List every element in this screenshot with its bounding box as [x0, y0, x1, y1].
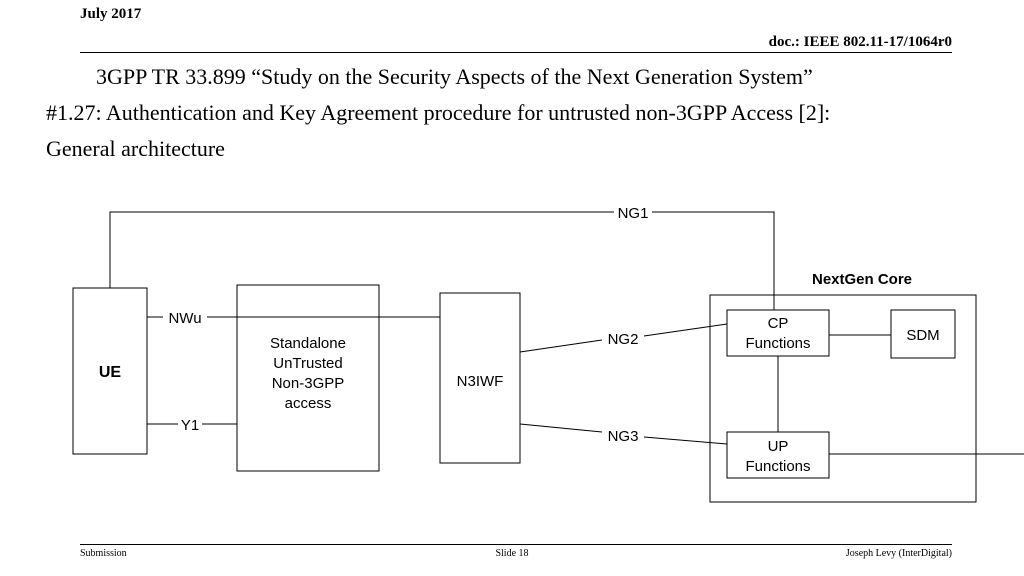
nextgen-core-box [709, 294, 977, 503]
footer-submission: Submission [80, 548, 127, 559]
ue-box [72, 287, 148, 455]
slide-title-line-1: 3GPP TR 33.899 “Study on the Security As… [96, 64, 813, 89]
access-label-line-4: access [285, 395, 332, 412]
ng2-label: NG2 [608, 331, 639, 348]
cp-label-line-2: Functions [745, 335, 810, 352]
ng3-label: NG3 [608, 428, 639, 445]
access-label-line-1: Standalone [270, 335, 346, 352]
sdm-label: SDM [906, 327, 939, 344]
footer-author: Joseph Levy (InterDigital) [845, 548, 952, 559]
footer-slide-number: Slide 18 [495, 548, 529, 559]
ng2-link-left [519, 339, 603, 353]
access-label-line-2: UnTrusted [273, 355, 342, 372]
access-label-line-3: Non-3GPP [272, 375, 345, 392]
cp-functions-box [726, 309, 830, 357]
slide-title-line-2: #1.27: Authentication and Key Agreement … [46, 100, 831, 125]
untrusted-access-box [236, 284, 380, 472]
up-label-line-2: Functions [745, 458, 810, 475]
slide-title-line-3: General architecture [46, 136, 225, 161]
ng1-label: NG1 [618, 205, 649, 222]
up-label-line-1: UP [768, 438, 789, 455]
ng1-link [109, 211, 614, 288]
nextgen-core-title: NextGen Core [812, 271, 912, 288]
header-doc-id: doc.: IEEE 802.11-17/1064r0 [768, 34, 952, 50]
n3iwf-label: N3IWF [457, 373, 504, 390]
ng3-link-right [643, 436, 728, 445]
sdm-box [890, 309, 956, 359]
header-rule [80, 52, 952, 53]
ng2-link-right [643, 323, 728, 337]
ue-label: UE [99, 364, 122, 381]
nwu-label: NWu [168, 310, 201, 327]
n3iwf-box [439, 292, 521, 464]
up-functions-box [726, 431, 830, 479]
ng1-link-right [652, 211, 775, 310]
y1-label: Y1 [181, 417, 199, 434]
header-date: July 2017 [80, 6, 142, 22]
footer-rule [80, 544, 952, 545]
ng3-link-left [519, 423, 603, 433]
cp-label-line-1: CP [768, 315, 789, 332]
